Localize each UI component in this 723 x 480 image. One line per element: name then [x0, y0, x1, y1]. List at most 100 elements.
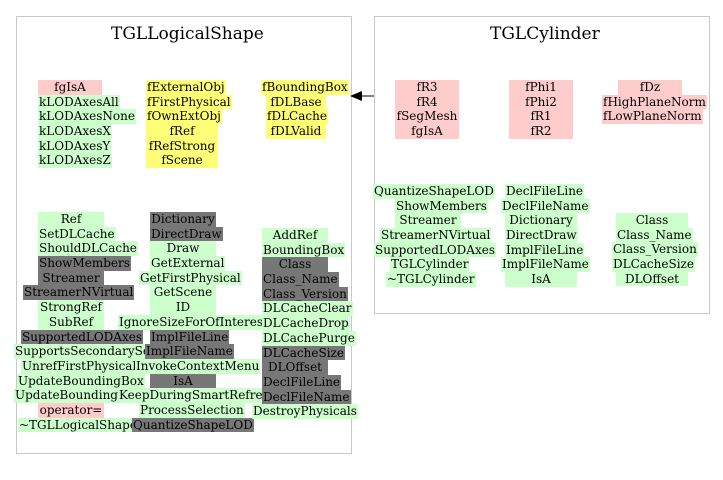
method-TGLCylinder: TGLCylinder [390, 257, 470, 273]
class-title-tglcylinder: TGLCylinder [490, 24, 600, 44]
method-ImplFileLine-cylinder: ImplFileLine [505, 242, 585, 258]
method-InvokeContextMenu: InvokeContextMenu [135, 358, 261, 374]
method-IgnoreSizeForOfInterest: IgnoreSizeForOfInterest [118, 314, 269, 330]
member-fRefStrong: fRefStrong [146, 138, 218, 154]
method-DLOffset: DLOffset [262, 360, 328, 375]
method-ShouldDLCache: ShouldDLCache [38, 241, 138, 257]
method-DeclFileLine: DeclFileLine [262, 374, 342, 390]
member-fExternalObj: fExternalObj [146, 80, 226, 95]
member-fR1: fR1 [509, 109, 573, 125]
method-SupportsSecondarySelect: SupportsSecondarySelect [14, 344, 174, 359]
member-fDLBase: fDLBase [266, 94, 326, 110]
method-GetScene: GetScene [150, 285, 216, 301]
method-UpdateBoundingBoxesOfPhysicals: UpdateBoundingBoxesOfPhysicals [14, 388, 128, 403]
method-operator-assign: operator= [38, 402, 104, 418]
right-data-col-1: fR3 fR4 fSegMesh fgIsA [392, 80, 462, 139]
method-KeepDuringSmartRefresh: KeepDuringSmartRefresh [118, 388, 278, 403]
right-method-col-3: Class Class_Name Class_Version DLCacheSi… [610, 213, 698, 287]
member-fPhi2: fPhi2 [509, 94, 573, 110]
method-Draw: Draw [150, 241, 216, 257]
method-Class_Name-cylinder: Class_Name [616, 227, 693, 243]
method-Dictionary: Dictionary [150, 212, 216, 227]
member-fDLCache: fDLCache [266, 109, 328, 125]
method-ID: ID [150, 300, 216, 315]
member-fDz: fDz [618, 80, 682, 95]
method-DirectDraw-cylinder: DirectDraw [505, 228, 578, 243]
member-fRef: fRef [146, 124, 218, 139]
member-fSegMesh: fSegMesh [395, 109, 459, 125]
member-kLODAxesNone: kLODAxesNone [38, 109, 136, 125]
method-DLCacheSize: DLCacheSize [262, 345, 345, 361]
method-DestroyPhysicals: DestroyPhysicals [252, 404, 358, 419]
method-ImplFileName: ImplFileName [145, 344, 234, 359]
method-IsA: IsA [150, 373, 216, 389]
method-DLCacheClear: DLCacheClear [262, 301, 353, 317]
method-IsA-cylinder: IsA [505, 272, 577, 287]
method-DLCachePurge: DLCachePurge [262, 330, 356, 346]
method-UnrefFirstPhysical: UnrefFirstPhysical [21, 358, 138, 374]
method-DeclFileName-cylinder: DeclFileName [501, 198, 590, 214]
method-Dictionary-cylinder: Dictionary [505, 213, 577, 229]
member-fFirstPhysical: fFirstPhysical [146, 94, 232, 110]
method-ProcessSelection: ProcessSelection [139, 402, 245, 418]
right-method-col-1: QuantizeShapeLOD ShowMembers Streamer St… [372, 184, 496, 287]
method-destructor-TGLCylinder: ~TGLCylinder [386, 272, 476, 287]
member-fBoundingBox: fBoundingBox [261, 80, 349, 95]
method-Class: Class [262, 257, 328, 273]
method-SupportedLODAxes-cylinder: SupportedLODAxes [374, 242, 496, 258]
member-fScene: fScene [146, 153, 218, 169]
left-data-col-2: fExternalObj fFirstPhysical fOwnExtObj f… [142, 80, 232, 169]
member-fR2: fR2 [509, 124, 573, 139]
method-DirectDraw: DirectDraw [150, 226, 223, 242]
right-data-col-2: fPhi1 fPhi2 fR1 fR2 [506, 80, 576, 139]
member-kLODAxesZ: kLODAxesZ [38, 153, 112, 169]
member-fLowPlaneNorm: fLowPlaneNorm [602, 109, 703, 125]
method-StreamerNVirtual: StreamerNVirtual [23, 285, 135, 301]
member-fR4: fR4 [395, 94, 459, 110]
left-method-col-2: Dictionary DirectDraw Draw GetExternal G… [118, 212, 278, 433]
method-Class_Version-cylinder: Class_Version [612, 242, 698, 258]
member-fHighPlaneNorm: fHighPlaneNorm [602, 94, 707, 110]
method-SubRef: SubRef [38, 314, 104, 330]
method-Streamer: Streamer [38, 270, 104, 286]
member-fgIsA: fgIsA [38, 80, 102, 95]
method-Class_Version: Class_Version [262, 286, 348, 302]
right-data-col-3: fDz fHighPlaneNorm fLowPlaneNorm [600, 80, 707, 125]
left-method-col-1: Ref SetDLCache ShouldDLCache ShowMembers… [14, 212, 174, 433]
method-StreamerNVirtual-cylinder: StreamerNVirtual [380, 228, 492, 243]
method-DeclFileLine-cylinder: DeclFileLine [505, 184, 585, 199]
method-StrongRef: StrongRef [38, 300, 104, 315]
method-QuantizeShapeLOD: QuantizeShapeLOD [132, 417, 254, 433]
method-GetExternal: GetExternal [150, 256, 226, 271]
method-QuantizeShapeLOD-cylinder: QuantizeShapeLOD [373, 184, 495, 199]
method-DLOffset-cylinder: DLOffset [616, 271, 688, 287]
member-fgIsA-cylinder: fgIsA [395, 124, 459, 139]
method-DLCacheDrop: DLCacheDrop [262, 316, 350, 331]
method-BoundingBox: BoundingBox [262, 242, 346, 258]
member-fDLValid: fDLValid [266, 124, 326, 139]
method-ShowMembers-cylinder: ShowMembers [395, 198, 488, 214]
method-UpdateBoundingBox: UpdateBoundingBox [17, 373, 145, 389]
member-kLODAxesX: kLODAxesX [38, 124, 112, 139]
method-ImplFileName-cylinder: ImplFileName [501, 257, 590, 273]
method-DLCacheSize-cylinder: DLCacheSize [612, 257, 695, 272]
method-SetDLCache: SetDLCache [38, 226, 116, 242]
method-ShowMembers: ShowMembers [38, 256, 131, 271]
member-fPhi1: fPhi1 [509, 80, 573, 95]
left-method-col-3: AddRef BoundingBox Class Class_Name Clas… [250, 228, 358, 419]
method-GetFirstPhysical: GetFirstPhysical [139, 270, 242, 286]
method-AddRef: AddRef [262, 228, 328, 243]
member-kLODAxesY: kLODAxesY [38, 138, 112, 154]
method-destructor-TGLLogicalShape: ~TGLLogicalShape [18, 417, 138, 433]
method-Ref: Ref [38, 212, 104, 227]
class-title-tgllogicalshape: TGLLogicalShape [111, 24, 264, 44]
right-method-col-2: DeclFileLine DeclFileName Dictionary Dir… [496, 184, 590, 287]
method-DeclFileName: DeclFileName [262, 389, 351, 405]
method-Class-cylinder: Class [616, 213, 688, 228]
method-ImplFileLine: ImplFileLine [150, 329, 230, 345]
left-data-col-3: fBoundingBox fDLBase fDLCache fDLValid [258, 80, 349, 139]
member-kLODAxesAll: kLODAxesAll [38, 94, 120, 110]
method-Streamer-cylinder: Streamer [395, 213, 461, 229]
left-data-col-1: fgIsA kLODAxesAll kLODAxesNone kLODAxesX… [20, 80, 136, 169]
